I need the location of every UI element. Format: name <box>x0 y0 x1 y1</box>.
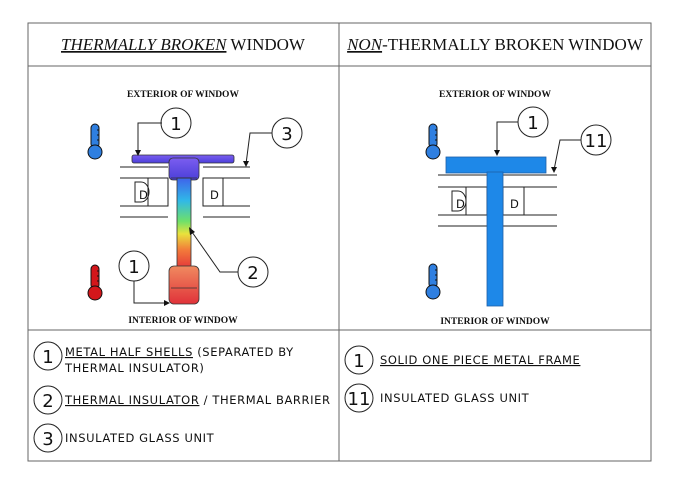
legend-text: INSULATED GLASS UNIT <box>65 431 215 445</box>
callout-11 <box>551 124 612 173</box>
glass-letter-right-a: D <box>456 197 465 211</box>
callout-1-label: 1 <box>527 113 538 134</box>
legend-key: 11 <box>348 389 371 410</box>
thermometer-cold-icon <box>425 263 441 300</box>
table-frame <box>27 22 652 462</box>
solid-metal-frame <box>445 156 547 307</box>
legend-key: 2 <box>42 391 53 412</box>
glass-unit-left <box>120 166 169 218</box>
callout-1-top <box>135 107 192 156</box>
legend-right: 1 SOLID ONE PIECE METAL FRAME 11 INSULAT… <box>344 345 580 413</box>
legend-key: 1 <box>42 347 53 368</box>
glass-letter-left-a: D <box>139 188 148 202</box>
glass-letter-right-b: D <box>510 197 519 211</box>
callout-2-label: 2 <box>247 263 258 284</box>
left-interior-label: INTERIOR OF WINDOW <box>128 316 238 326</box>
right-exterior-label: EXTERIOR OF WINDOW <box>439 90 551 100</box>
callout-2 <box>189 227 269 288</box>
right-interior-label: INTERIOR OF WINDOW <box>440 317 550 327</box>
thermometer-cold-icon <box>87 123 103 160</box>
callout-1-bottom-label: 1 <box>128 257 139 278</box>
glass-unit-right <box>502 174 557 227</box>
callout-1-bottom <box>118 250 170 306</box>
legend-key: 3 <box>42 429 53 450</box>
legend-item: 2 THERMAL INSULATOR / THERMAL BARRIER <box>33 385 331 415</box>
callout-11-label: 11 <box>585 131 608 152</box>
left-panel: EXTERIOR OF WINDOW INTERIOR OF WINDOW <box>87 90 303 326</box>
callout-1 <box>494 106 549 156</box>
thermometer-hot-icon <box>87 264 103 301</box>
callout-1-top-label: 1 <box>170 114 181 135</box>
left-panel-title: THERMALLY BROKEN WINDOW <box>61 35 306 54</box>
legend-item: 11 INSULATED GLASS UNIT <box>344 383 530 413</box>
legend-item: 1 SOLID ONE PIECE METAL FRAME <box>344 345 580 375</box>
right-panel: EXTERIOR OF WINDOW INTERIOR OF WINDOW <box>425 90 612 327</box>
legend-text: SOLID ONE PIECE METAL FRAME <box>380 353 580 367</box>
legend-text: METAL HALF SHELLS (SEPARATED BY <box>65 345 294 359</box>
thermally-broken-frame <box>131 154 235 305</box>
callout-3-label: 3 <box>281 124 292 145</box>
legend-item: 1 METAL HALF SHELLS (SEPARATED BY THERMA… <box>33 341 294 375</box>
left-exterior-label: EXTERIOR OF WINDOW <box>127 90 239 100</box>
legend-left: 1 METAL HALF SHELLS (SEPARATED BY THERMA… <box>33 341 331 453</box>
legend-key: 1 <box>353 351 364 372</box>
glass-unit-right <box>202 166 250 218</box>
legend-text-line2: THERMAL INSULATOR) <box>64 361 205 375</box>
thermometer-cold-icon <box>425 123 441 160</box>
legend-text: INSULATED GLASS UNIT <box>380 391 530 405</box>
legend-text: THERMAL INSULATOR / THERMAL BARRIER <box>64 393 331 407</box>
right-panel-title: NON-THERMALLY BROKEN WINDOW <box>346 35 644 54</box>
glass-letter-left-b: D <box>210 188 219 202</box>
legend-item: 3 INSULATED GLASS UNIT <box>33 423 215 453</box>
callout-3 <box>243 117 303 167</box>
